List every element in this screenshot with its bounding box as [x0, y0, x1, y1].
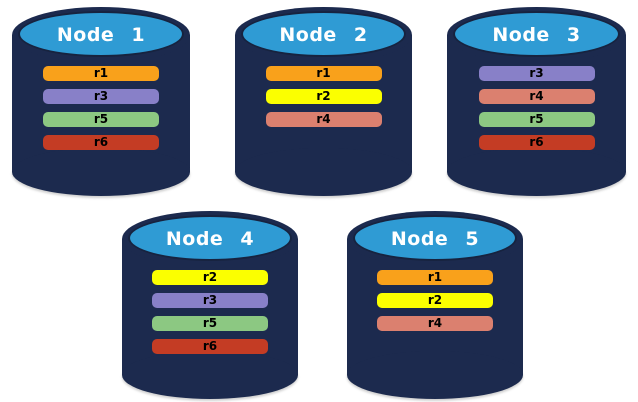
replica-bar-r5: r5: [478, 112, 595, 127]
replica-label: r2: [427, 293, 443, 307]
node-title: Node 1: [56, 24, 146, 46]
replica-label: r4: [316, 112, 331, 126]
replica-list: r2 r3 r5 r6: [122, 270, 298, 354]
db-node-1: Node 1 r1 r3 r5 r6: [12, 7, 190, 196]
cylinder-bottom: [122, 351, 298, 399]
cylinder-bottom: [347, 351, 523, 399]
replica-bar-r5: r5: [43, 112, 159, 127]
cylinder-cap: Node 1: [18, 11, 184, 57]
cylinder-bottom: [12, 148, 190, 196]
cylinder-cap: Node 5: [353, 215, 517, 261]
replica-bar-r6: r6: [43, 135, 159, 150]
replica-label: r3: [529, 66, 544, 80]
replica-label: r5: [529, 112, 544, 126]
replica-label: r1: [427, 270, 443, 284]
cylinder-bottom: [447, 148, 626, 196]
db-node-4: Node 4 r2 r3 r5 r6: [122, 211, 298, 399]
replica-bar-r2: r2: [265, 89, 382, 104]
replica-bar-r1: r1: [265, 66, 382, 81]
replica-label: r5: [202, 316, 218, 330]
replica-label: r6: [93, 135, 109, 149]
db-node-5: Node 5 r1 r2 r4: [347, 211, 523, 399]
replica-label: r3: [202, 293, 218, 307]
replica-bar-r1: r1: [377, 270, 493, 285]
replica-bar-r2: r2: [152, 270, 268, 285]
replica-label: r4: [427, 316, 443, 330]
replica-label: r5: [93, 112, 109, 126]
replica-bar-r3: r3: [478, 66, 595, 81]
db-node-3: Node 3 r3 r4 r5 r6: [447, 7, 626, 196]
replica-bar-r4: r4: [478, 89, 595, 104]
node-title: Node 2: [279, 24, 368, 46]
replica-label: r2: [316, 89, 331, 103]
replica-bar-r3: r3: [43, 89, 159, 104]
cylinder-cap: Node 3: [453, 11, 620, 57]
db-node-2: Node 2 r1 r2 r4: [235, 7, 412, 196]
replica-bar-r5: r5: [152, 316, 268, 331]
replica-list: r1 r2 r4: [235, 66, 412, 127]
cylinder-cap: Node 4: [128, 215, 292, 261]
cylinder-cap: Node 2: [241, 11, 406, 57]
replica-bar-r6: r6: [152, 339, 268, 354]
replica-label: r1: [93, 66, 109, 80]
replica-list: r1 r2 r4: [347, 270, 523, 331]
node-title: Node 5: [390, 228, 480, 250]
replica-bar-r3: r3: [152, 293, 268, 308]
replica-label: r2: [202, 270, 218, 284]
replica-label: r4: [529, 89, 544, 103]
node-title: Node 3: [492, 24, 581, 46]
replica-list: r3 r4 r5 r6: [447, 66, 626, 150]
replica-bar-r2: r2: [377, 293, 493, 308]
replica-bar-r4: r4: [377, 316, 493, 331]
replica-label: r3: [93, 89, 109, 103]
replica-list: r1 r3 r5 r6: [12, 66, 190, 150]
replica-label: r6: [202, 339, 218, 353]
cylinder-bottom: [235, 148, 412, 196]
replica-bar-r6: r6: [478, 135, 595, 150]
replica-label: r1: [316, 66, 331, 80]
replica-bar-r1: r1: [43, 66, 159, 81]
replica-bar-r4: r4: [265, 112, 382, 127]
replica-label: r6: [529, 135, 544, 149]
node-title: Node 4: [165, 228, 255, 250]
